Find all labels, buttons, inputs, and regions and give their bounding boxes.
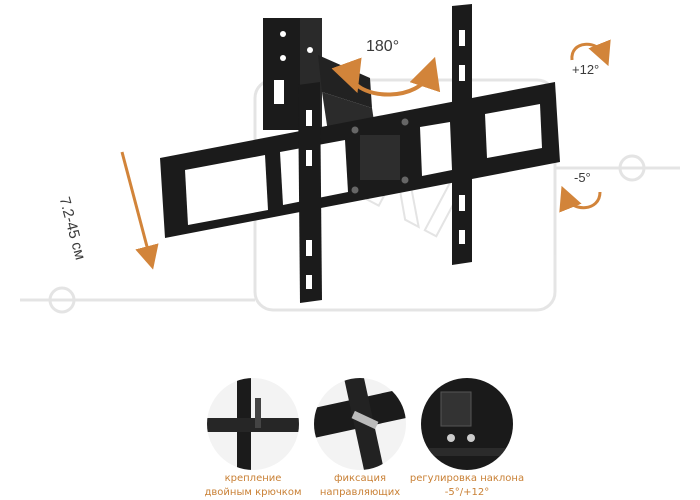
caption-double-hook: крепление двойным крючком [193, 472, 313, 500]
swivel-label: 180° [366, 38, 400, 55]
tilt-adjust-image [421, 378, 513, 470]
tilt-down-label: -5° [574, 170, 591, 185]
caption-line: направляющих [319, 487, 401, 498]
caption-line: -5°/+12° [444, 487, 490, 498]
caption-rail-lock: фиксация направляющих [300, 472, 420, 500]
vertical-bracket-right [452, 4, 472, 265]
tilt-up-arrow [570, 39, 611, 67]
caption-tilt-adjust: регулировка наклона -5°/+12° [407, 472, 527, 500]
caption-line: двойным крючком [204, 487, 302, 498]
caption-line: регулировка наклона [409, 473, 525, 484]
vertical-bracket-left [298, 82, 322, 303]
detail-double-hook [207, 378, 299, 470]
caption-line: крепление [224, 473, 282, 484]
tilt-up-label: +12° [572, 62, 600, 77]
rail-lock-image [314, 378, 406, 470]
detail-rail-lock [314, 378, 406, 470]
tilt-down-arrow [559, 185, 602, 213]
double-hook-image [207, 378, 299, 470]
detail-tilt-adjust [421, 378, 513, 470]
distance-arrow [120, 151, 159, 270]
caption-line: фиксация [333, 473, 387, 484]
swivel-arrow [331, 56, 441, 97]
